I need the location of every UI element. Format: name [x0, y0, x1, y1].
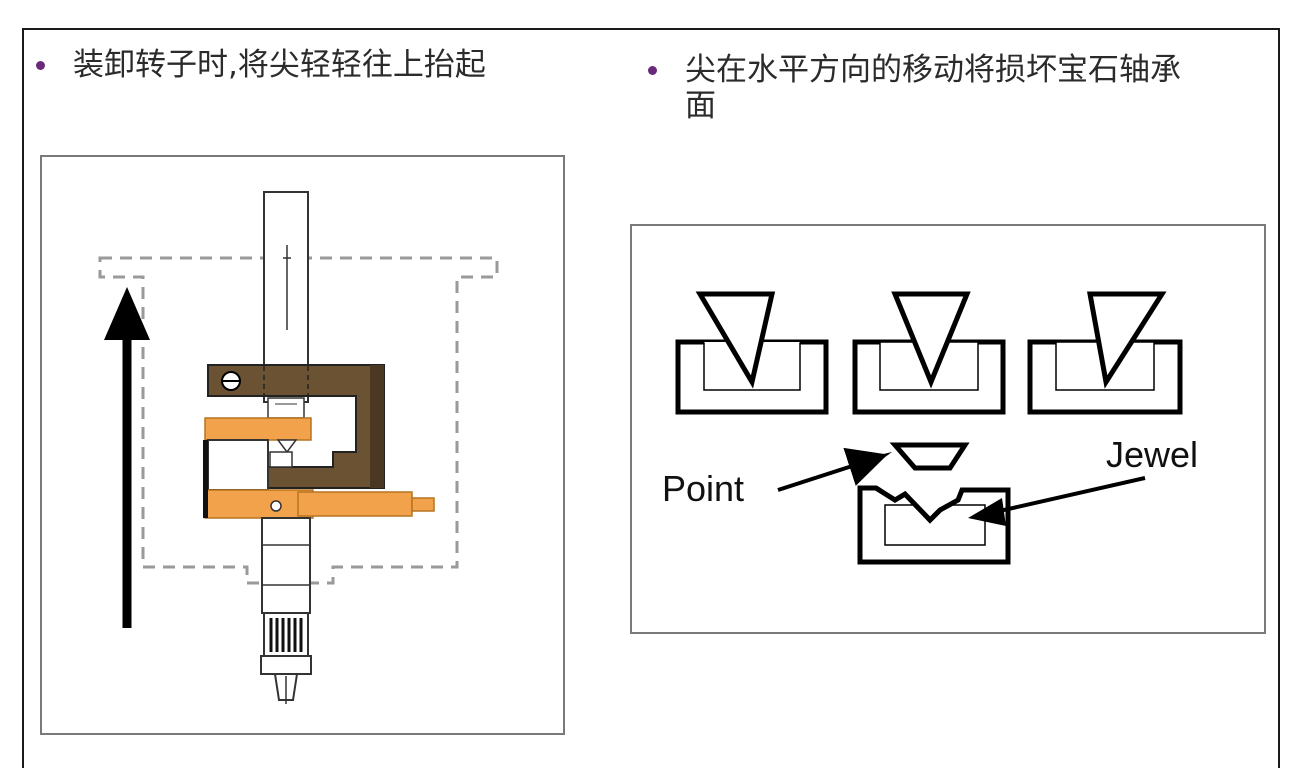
jewel-label: Jewel [1106, 434, 1199, 475]
rotor-mechanism-illustration [98, 191, 499, 704]
damaged-jewel-cup [857, 442, 1011, 565]
jewel-arrow [994, 476, 1146, 514]
bracket-edge [370, 365, 384, 488]
point-label: Point [662, 468, 745, 509]
jewel-arrow-head [968, 498, 1006, 526]
lift-arrow-head [104, 287, 150, 340]
knurl-lines [269, 618, 303, 652]
housing-outline [98, 256, 499, 585]
jewel-cup-3 [1027, 291, 1183, 415]
pin-icon [270, 500, 282, 512]
point-arrow-head [848, 452, 892, 478]
shaft-lower [261, 517, 311, 614]
point-jewel-diagram [675, 291, 1183, 565]
bullet-dot [648, 66, 657, 75]
slide-frame [22, 28, 1280, 768]
pivot-point [276, 439, 298, 454]
rotor-left-edge [203, 440, 208, 518]
bullet-item-2: 尖在水平方向的移动将损坏宝石轴承面 [648, 52, 1208, 124]
bullet-item-1: 装卸转子时,将尖轻轻往上抬起 [36, 47, 486, 83]
lower-rotor-plate [204, 489, 314, 519]
shaft-hidden-line [263, 364, 309, 397]
worn-point [889, 442, 970, 471]
bullet-text: 装卸转子时,将尖轻轻往上抬起 [73, 47, 486, 83]
jewel-seat [269, 451, 293, 468]
arm-tip [411, 497, 435, 512]
bullet-dot [36, 61, 45, 70]
jewel-cup-1 [675, 291, 829, 415]
jewel-cup-2 [852, 291, 1006, 415]
bullet-text: 尖在水平方向的移动将损坏宝石轴承面 [685, 52, 1181, 124]
